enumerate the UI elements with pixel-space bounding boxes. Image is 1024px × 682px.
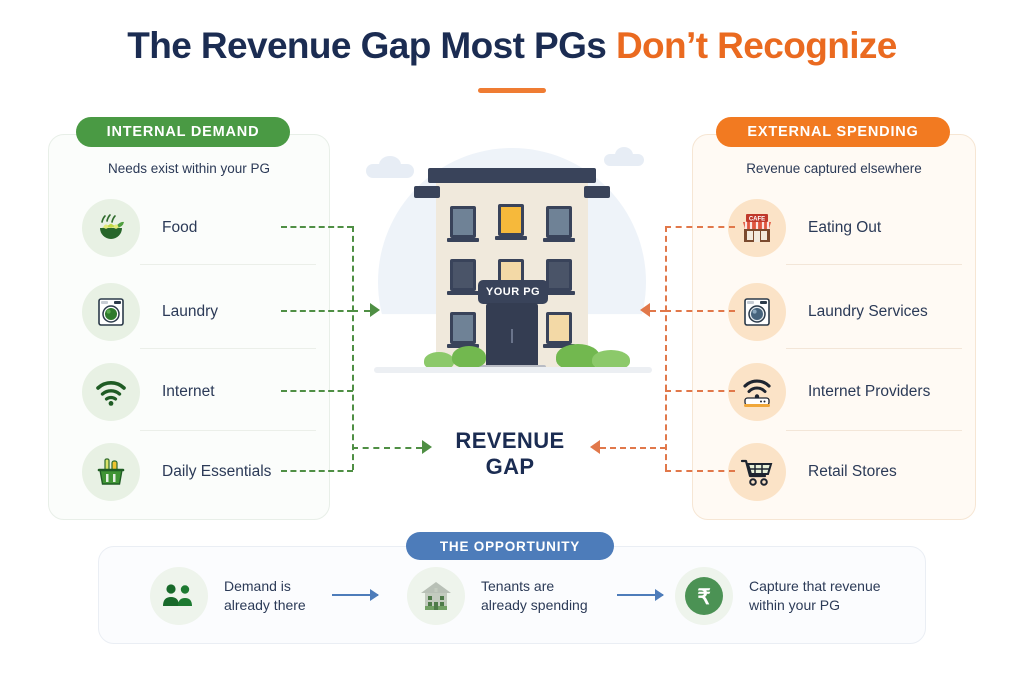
divider: [140, 430, 316, 431]
list-item-label: Laundry Services: [808, 303, 928, 320]
list-item-label: Laundry: [162, 303, 219, 320]
connector-laundry-services: [665, 310, 735, 312]
arrow-right-icon: [617, 589, 664, 601]
building-ledge: [414, 186, 440, 198]
list-item-label: Internet Providers: [808, 383, 931, 400]
page-title-part1: The Revenue Gap Most PGs: [127, 25, 616, 66]
building-roof: [428, 168, 596, 183]
opportunity-step-capture[interactable]: ₹ Capture that revenue within your PG: [675, 567, 881, 625]
title-underline: [478, 88, 546, 93]
connector-laundry: [281, 310, 353, 312]
window-sill: [543, 238, 575, 242]
divider: [786, 348, 962, 349]
shopping-cart-icon: [728, 443, 786, 501]
building-door: [486, 303, 538, 369]
window-sill: [447, 238, 479, 242]
food-bowl-icon: [82, 199, 140, 257]
divider: [786, 264, 962, 265]
opportunity-badge: THE OPPORTUNITY: [406, 532, 614, 560]
wifi-icon: [82, 363, 140, 421]
rupee-coin-icon: ₹: [675, 567, 733, 625]
svg-text:CAFE: CAFE: [749, 217, 765, 223]
revenue-gap-line1: REVENUE: [455, 428, 565, 453]
external-spending-subtitle: Revenue captured elsewhere: [746, 161, 922, 176]
opportunity-panel: [98, 546, 926, 644]
cloud-icon: [604, 147, 644, 166]
building-ledge: [584, 186, 610, 198]
revenue-gap-label: REVENUE GAP: [430, 428, 590, 479]
pg-building-illustration: YOUR PG: [356, 140, 668, 410]
window-sill: [495, 236, 527, 240]
arrow-right-icon: [422, 440, 432, 454]
arrow-right-icon: [332, 589, 379, 601]
connector-orange-bus: [665, 226, 667, 470]
list-item-internet-providers[interactable]: Internet Providers: [728, 361, 972, 423]
connector-daily-essentials: [281, 470, 353, 472]
cloud-icon: [366, 156, 414, 178]
opportunity-step-label: Capture that revenue within your PG: [749, 578, 881, 613]
bush-icon: [424, 352, 454, 370]
wifi-router-icon: [728, 363, 786, 421]
washing-machine-icon: [728, 283, 786, 341]
people-group-icon: [150, 567, 208, 625]
bush-icon: [592, 350, 630, 370]
connector-internet: [281, 390, 353, 392]
divider: [140, 348, 316, 349]
shopping-basket-icon: [82, 443, 140, 501]
connector-retail-stores: [665, 470, 735, 472]
list-item-laundry[interactable]: Laundry: [82, 281, 326, 343]
ground-line: [374, 367, 652, 373]
window-sill: [543, 291, 575, 295]
opportunity-step-spending[interactable]: Tenants are already spending: [407, 567, 588, 625]
connector-eating-out: [665, 226, 735, 228]
your-pg-sign: YOUR PG: [478, 280, 548, 304]
connector-green-bus: [352, 226, 354, 470]
divider: [786, 430, 962, 431]
window: [546, 206, 572, 238]
opportunity-step-demand[interactable]: Demand is already there: [150, 567, 306, 625]
window: [450, 312, 476, 344]
list-item-label: Food: [162, 219, 198, 236]
external-spending-badge: EXTERNAL SPENDING: [716, 117, 950, 147]
window-sill: [447, 291, 479, 295]
bush-icon: [452, 346, 486, 368]
window: [450, 259, 476, 291]
list-item-retail-stores[interactable]: Retail Stores: [728, 441, 972, 503]
connector-orange-to-gap: [600, 447, 666, 449]
house-icon: [407, 567, 465, 625]
connector-green-to-gap: [352, 447, 422, 449]
connector-orange-to-building: [650, 310, 666, 312]
window: [546, 259, 572, 291]
window-lit: [546, 312, 572, 344]
list-item-label: Eating Out: [808, 219, 882, 236]
opportunity-step-label: Demand is already there: [224, 578, 306, 613]
window-sill: [543, 344, 575, 348]
connector-green-to-building: [352, 310, 370, 312]
list-item-laundry-services[interactable]: Laundry Services: [728, 281, 972, 343]
list-item-label: Daily Essentials: [162, 463, 272, 480]
connector-food: [281, 226, 353, 228]
list-item-label: Internet: [162, 383, 215, 400]
arrow-left-icon: [640, 303, 650, 317]
window-lit: [498, 204, 524, 236]
internal-demand-badge: INTERNAL DEMAND: [76, 117, 290, 147]
list-item-food[interactable]: Food: [82, 197, 326, 259]
revenue-gap-line2: GAP: [485, 453, 535, 479]
svg-text:₹: ₹: [697, 586, 710, 609]
list-item-eating-out[interactable]: CAFE Eating Out: [728, 197, 972, 259]
connector-internet-providers: [665, 390, 735, 392]
window: [450, 206, 476, 238]
arrow-left-icon: [590, 440, 600, 454]
list-item-internet[interactable]: Internet: [82, 361, 326, 423]
opportunity-step-label: Tenants are already spending: [481, 578, 588, 613]
divider: [140, 264, 316, 265]
list-item-daily-essentials[interactable]: Daily Essentials: [82, 441, 326, 503]
washing-machine-icon: [82, 283, 140, 341]
list-item-label: Retail Stores: [808, 463, 897, 480]
page-title-part2: Don’t Recognize: [615, 25, 897, 66]
internal-demand-subtitle: Needs exist within your PG: [107, 161, 271, 176]
arrow-right-icon: [370, 303, 380, 317]
cafe-storefront-icon: CAFE: [728, 199, 786, 257]
page-title: The Revenue Gap Most PGs Don’t Recognize: [0, 25, 1024, 67]
